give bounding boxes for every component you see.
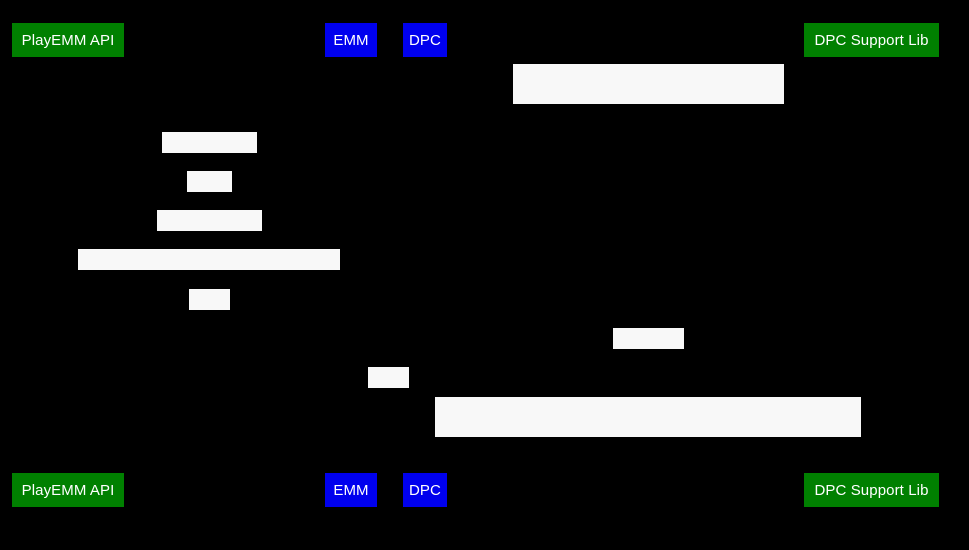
message-label-ensure-working-environment: androidForWorkAccountSupport .ensureWork… bbox=[513, 64, 784, 178]
participant-footer-playemm-api[interactable]: PlayEMM API bbox=[12, 473, 124, 507]
message-line-1: token bbox=[191, 329, 228, 346]
message-line-1: androidForWorkAccountSupport bbox=[541, 104, 756, 121]
participant-footer-emm[interactable]: EMM bbox=[325, 473, 377, 507]
message-line-2: .addAndroidForWorkAccount(token, account… bbox=[447, 494, 849, 511]
participant-footer-dpc[interactable]: DPC bbox=[403, 473, 447, 507]
participant-label: DPC bbox=[409, 481, 441, 499]
participant-label: EMM bbox=[333, 481, 369, 499]
message-label-users-update: users.update() bbox=[157, 210, 262, 267]
message-label-generate-authentication-token: users.generateAuthenticationToken() bbox=[78, 249, 340, 306]
participant-label: DPC Support Lib bbox=[814, 481, 929, 499]
participant-label: DPC Support Lib bbox=[814, 31, 929, 49]
message-label-callback: callback() bbox=[613, 328, 684, 385]
message-label-token-2: token bbox=[368, 367, 409, 424]
participant-footer-dpc-support-lib[interactable]: DPC Support Lib bbox=[804, 473, 939, 507]
participant-label: PlayEMM API bbox=[21, 481, 115, 499]
participant-header-dpc-support-lib[interactable]: DPC Support Lib bbox=[804, 23, 939, 57]
message-line-1: callback() bbox=[616, 368, 681, 385]
message-line-1: token bbox=[370, 407, 407, 424]
participant-label: EMM bbox=[333, 31, 369, 49]
message-label-add-android-for-work-account: androidForWorkAccountSupport .addAndroid… bbox=[435, 397, 861, 511]
participant-label: DPC bbox=[409, 31, 441, 49]
participant-header-emm[interactable]: EMM bbox=[325, 23, 377, 57]
participant-header-playemm-api[interactable]: PlayEMM API bbox=[12, 23, 124, 57]
message-label-token-1: token bbox=[189, 289, 230, 346]
message-label-userid: userID bbox=[187, 171, 233, 228]
participant-label: PlayEMM API bbox=[21, 31, 115, 49]
message-label-users-insert: users.insert() bbox=[162, 132, 257, 189]
sequence-diagram-canvas: PlayEMM API EMM DPC DPC Support Lib andr… bbox=[12, 23, 939, 511]
message-line-2: .ensureWorkingEnvironment(callback) bbox=[521, 161, 776, 178]
message-line-1: androidForWorkAccountSupport bbox=[541, 437, 755, 454]
participant-header-dpc[interactable]: DPC bbox=[403, 23, 447, 57]
